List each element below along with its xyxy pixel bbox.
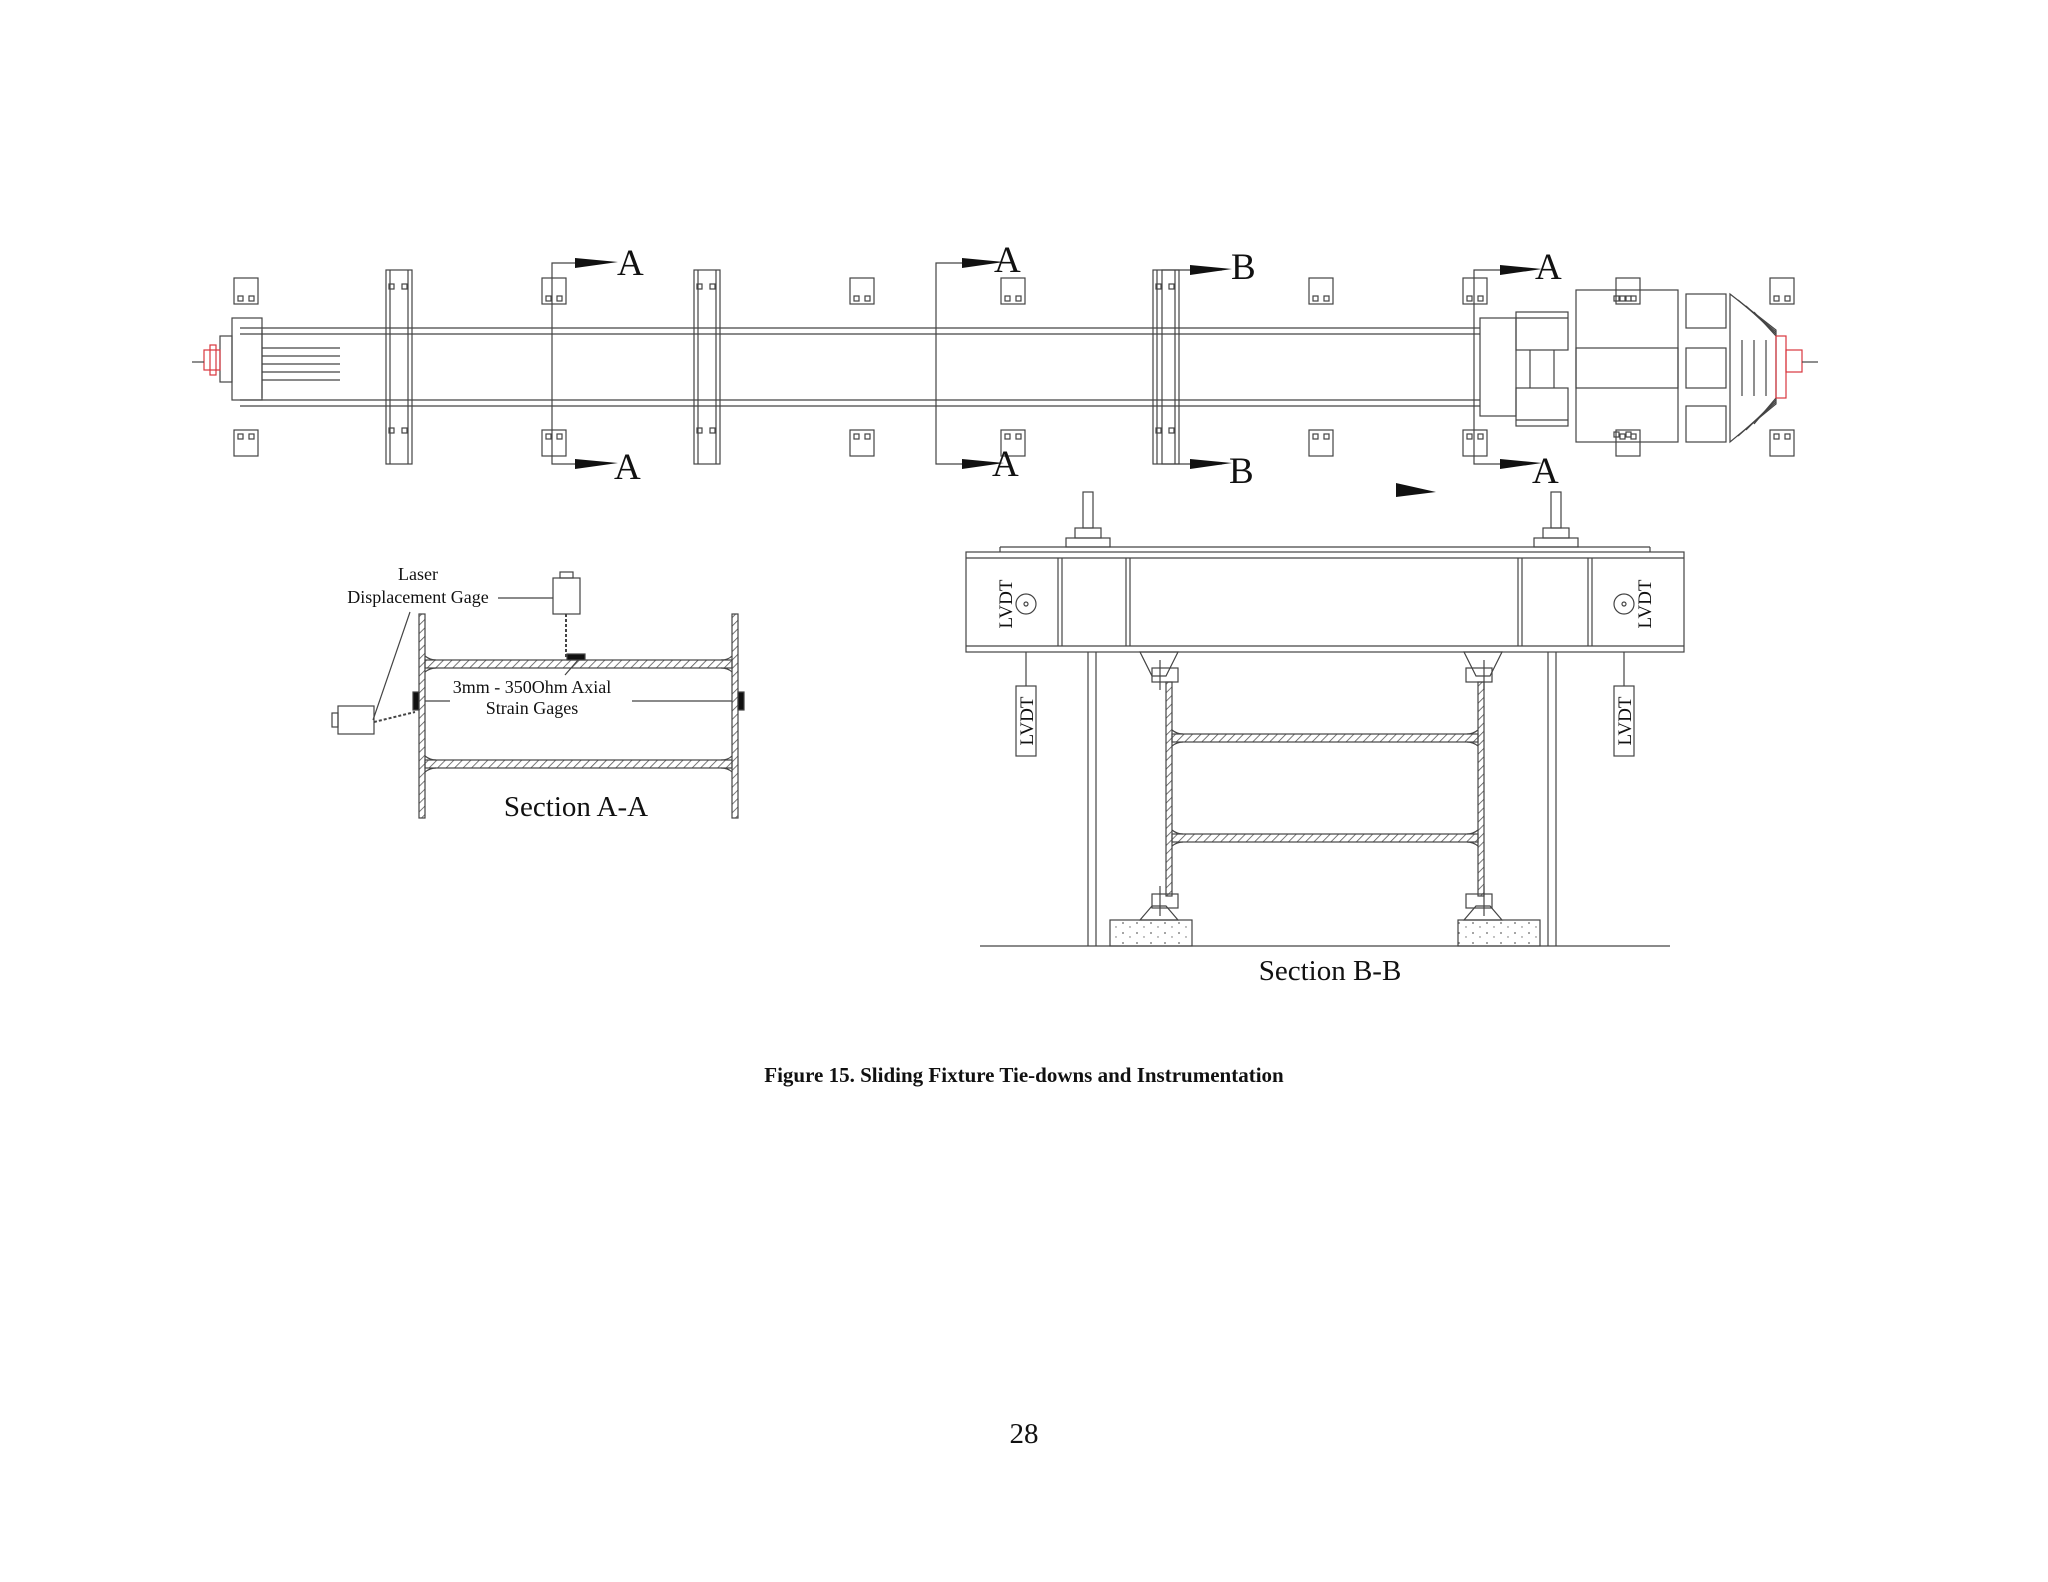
cut-label: A xyxy=(992,444,1019,485)
tie-down-pads xyxy=(233,277,1795,457)
cut-label: A xyxy=(1532,451,1559,492)
section-aa-title: Section A-A xyxy=(504,791,648,823)
tie-down-pad xyxy=(541,277,567,305)
lvdt-label: LVDT xyxy=(1615,696,1636,745)
lvdt-label: LVDT xyxy=(996,579,1017,628)
strain-gage xyxy=(737,691,745,711)
cross-beams xyxy=(385,269,1180,465)
strain-label-line2: Strain Gages xyxy=(486,698,578,718)
laser-label-line1: Laser xyxy=(398,564,438,584)
tie-down-pad xyxy=(1769,429,1795,457)
section-bb xyxy=(965,491,1685,946)
lvdt-label: LVDT xyxy=(1635,579,1656,628)
plan-view xyxy=(192,262,1818,465)
lvdt-sensor xyxy=(1015,652,1037,757)
tie-down-pad xyxy=(1308,429,1334,457)
laser-gage-left xyxy=(331,611,416,735)
section-bb-title: Section B-B xyxy=(1259,955,1402,987)
tie-down-pad xyxy=(1462,277,1488,305)
cut-label: A xyxy=(617,243,644,284)
base-bracket xyxy=(1457,886,1541,947)
cut-label: B xyxy=(1229,451,1254,492)
tie-down-pad xyxy=(1000,277,1026,305)
section-aa xyxy=(331,571,745,819)
strain-gage xyxy=(412,691,420,711)
section-aa-labels: Laser Displacement Gage 3mm - 350Ohm Axi… xyxy=(347,564,648,823)
plan-right-end xyxy=(1479,289,1818,444)
page-number: 28 xyxy=(1009,1418,1039,1450)
clamp-bracket xyxy=(1139,651,1179,690)
top-bolt xyxy=(1065,491,1111,548)
laser-gage-top xyxy=(498,571,581,658)
cut-label: B xyxy=(1231,247,1256,288)
bb-crossbeam xyxy=(965,551,1685,653)
lvdt-target xyxy=(1015,593,1037,615)
section-arrow xyxy=(1500,459,1542,469)
section-arrow xyxy=(1190,459,1232,469)
tie-down-pad xyxy=(1615,277,1641,305)
section-arrow xyxy=(575,459,618,469)
section-cut-labels: A A A A A A B B xyxy=(614,240,1562,492)
lvdt-target xyxy=(1613,593,1635,615)
tie-down-pad xyxy=(233,429,259,457)
laser-label-line2: Displacement Gage xyxy=(347,587,488,607)
plan-left-end xyxy=(192,317,340,401)
cross-beam xyxy=(1152,269,1180,465)
section-arrow xyxy=(962,258,1004,268)
section-arrow xyxy=(1396,483,1436,497)
top-web xyxy=(424,659,733,669)
cross-beam xyxy=(693,269,721,465)
tie-down-pad xyxy=(541,429,567,457)
figure-caption: Figure 15. Sliding Fixture Tie-downs and… xyxy=(764,1063,1284,1087)
section-arrow xyxy=(962,459,1004,469)
top-bolt xyxy=(1533,491,1579,548)
strain-gage xyxy=(566,653,586,661)
section-arrow xyxy=(575,258,618,268)
cut-label: A xyxy=(614,447,641,488)
tie-down-pad xyxy=(1000,429,1026,457)
strain-label-line1: 3mm - 350Ohm Axial xyxy=(453,677,612,697)
cross-beam xyxy=(385,269,413,465)
lvdt-sensor xyxy=(1613,652,1635,757)
left-flange xyxy=(418,613,426,819)
tie-down-pad xyxy=(1308,277,1334,305)
plan-beam xyxy=(240,327,1480,407)
base-bracket xyxy=(1109,886,1193,947)
section-arrows xyxy=(575,258,1542,497)
bottom-web xyxy=(424,759,733,769)
tie-down-pad xyxy=(233,277,259,305)
lvdt-label: LVDT xyxy=(1017,696,1038,745)
tie-down-pad xyxy=(1462,429,1488,457)
section-bb-base xyxy=(980,886,1670,947)
section-bb-labels: LVDT LVDT LVDT LVDT Section B-B xyxy=(996,579,1656,987)
right-flange xyxy=(731,613,739,819)
bb-specimen xyxy=(1165,681,1485,897)
tie-down-pad xyxy=(849,429,875,457)
section-arrow xyxy=(1190,265,1232,275)
section-arrow xyxy=(1500,265,1542,275)
tie-down-pad xyxy=(1769,277,1795,305)
cut-label: A xyxy=(1535,247,1562,288)
tie-down-pad xyxy=(849,277,875,305)
cut-label: A xyxy=(994,240,1021,281)
